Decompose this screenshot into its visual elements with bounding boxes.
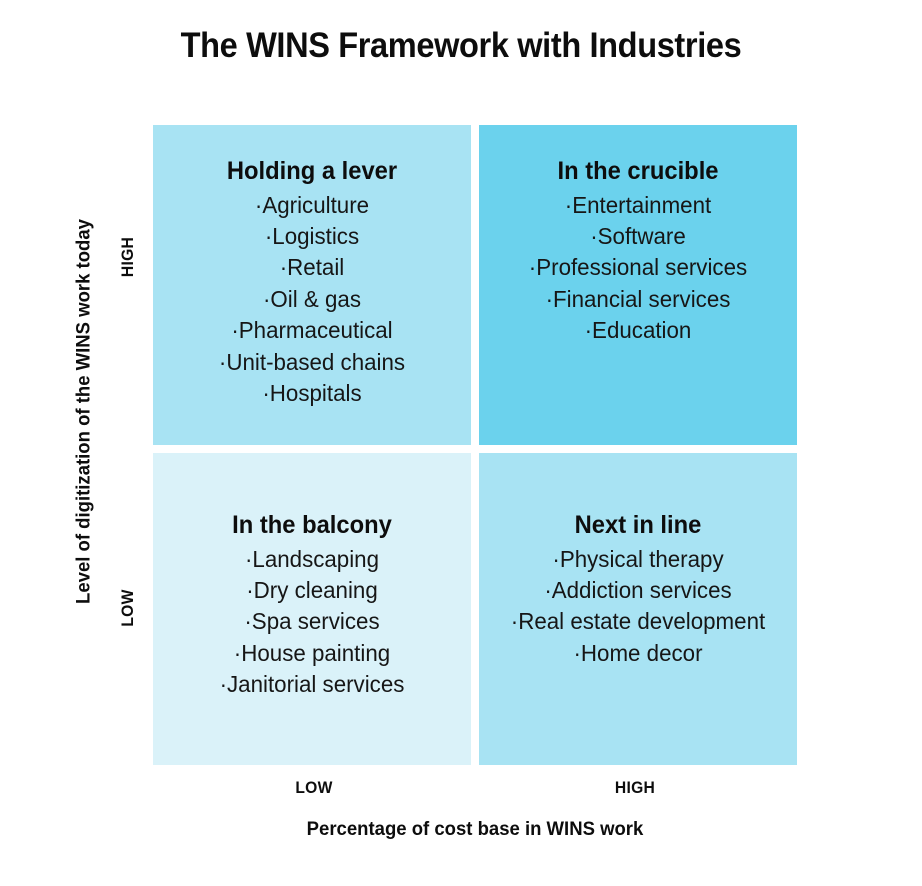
x-axis-tick-high: HIGH [614,778,656,797]
list-item: ·Spa services [244,608,380,635]
quadrant-heading: In the balcony [232,511,392,539]
list-item: ·Landscaping [244,545,380,572]
list-item: ·Professional services [528,254,748,281]
y-axis-tick-high: HIGH [118,236,137,278]
list-item: ·Financial services [545,285,731,312]
quadrant-industry-list: ·Agriculture ·Logistics ·Retail ·Oil & g… [153,190,471,410]
list-item: ·Logistics [264,222,360,249]
quadrant-heading: Next in line [574,511,702,539]
list-item: ·House painting [233,639,391,666]
x-axis-tick-low: LOW [295,778,333,797]
list-item: ·Janitorial services [219,671,405,698]
quadrant-holding-a-lever: Holding a lever ·Agriculture ·Logistics … [153,125,471,445]
page-title: The WINS Framework with Industries [180,26,742,65]
quadrant-heading: Holding a lever [226,157,398,185]
list-item: ·Home decor [573,639,703,666]
quadrant-industry-list: ·Physical therapy ·Addiction services ·R… [479,544,797,670]
quadrant-industry-list: ·Landscaping ·Dry cleaning ·Spa services… [153,544,471,701]
y-axis-tick-low: LOW [118,589,137,627]
quadrant-heading: In the crucible [557,157,719,185]
list-item: ·Oil & gas [262,285,361,312]
list-item: ·Physical therapy [552,545,724,572]
quadrant-in-the-balcony: In the balcony ·Landscaping ·Dry cleanin… [153,453,471,765]
list-item: ·Dry cleaning [246,576,378,603]
x-axis-title: Percentage of cost base in WINS work [306,818,644,840]
list-item: ·Agriculture [254,191,370,218]
quadrant-next-in-line: Next in line ·Physical therapy ·Addictio… [479,453,797,765]
quadrant-industry-list: ·Entertainment ·Software ·Professional s… [479,190,797,347]
y-axis-title: Level of digitization of the WINS work t… [72,219,95,604]
list-item: ·Education [584,317,692,344]
list-item: ·Entertainment [564,191,712,218]
quadrant-matrix: Holding a lever ·Agriculture ·Logistics … [153,125,797,765]
list-item: ·Addiction services [544,576,732,603]
list-item: ·Unit-based chains [218,348,406,375]
list-item: ·Retail [279,254,345,281]
list-item: ·Hospitals [262,380,362,407]
list-item: ·Pharmaceutical [231,317,393,344]
list-item: ·Software [590,222,686,249]
list-item: ·Real estate development [510,608,766,635]
quadrant-in-the-crucible: In the crucible ·Entertainment ·Software… [479,125,797,445]
